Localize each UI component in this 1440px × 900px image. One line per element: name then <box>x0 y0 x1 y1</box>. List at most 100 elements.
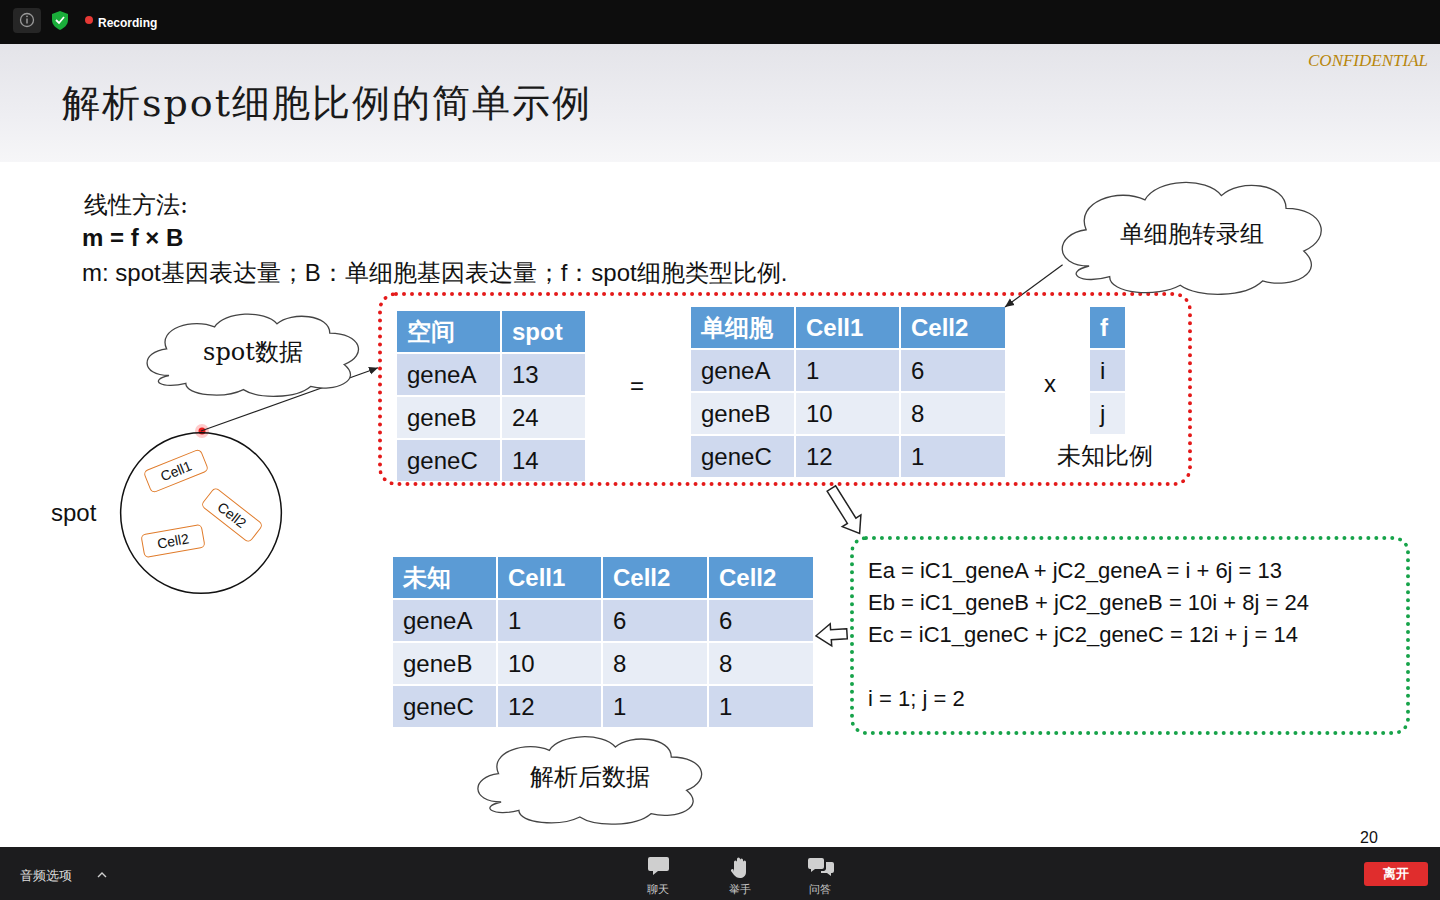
unknown-ratio-caption: 未知比例 <box>1057 442 1153 470</box>
leave-button-holder: 离开 <box>1364 862 1428 886</box>
operator: = <box>630 372 644 399</box>
table-cell: 1 <box>498 600 601 641</box>
table-cell: geneB <box>397 397 500 438</box>
table-cell: 1 <box>796 350 899 391</box>
toolbar-label: 举手 <box>729 883 751 895</box>
operator: x <box>1044 370 1056 397</box>
table-cell: 6 <box>709 600 813 641</box>
table-cell: geneB <box>691 393 794 434</box>
hollow-arrow <box>827 486 861 534</box>
table-cell: 8 <box>603 643 707 684</box>
table-node: 空间spotgeneA13geneB24geneC14 <box>397 311 585 481</box>
table-cell: 6 <box>901 350 1005 391</box>
recording-status-holder: Recording <box>98 13 157 31</box>
shield-check <box>56 17 64 23</box>
table-header-cell: spot <box>502 311 585 352</box>
security-shield-icon <box>52 11 68 30</box>
table-cell: 1 <box>709 686 813 727</box>
table-header-cell: 未知 <box>393 557 496 598</box>
toolbar-label: 问答 <box>809 883 831 895</box>
table-node: 未知Cell1Cell2Cell2geneA166geneB1088geneC1… <box>393 557 813 727</box>
method-heading: 线性方法: <box>84 191 188 219</box>
table-cell: 10 <box>498 643 601 684</box>
leader-arrow <box>1005 265 1063 307</box>
table-header-cell: Cell1 <box>796 307 899 348</box>
chevron-up-icon <box>98 873 106 877</box>
table-cell: 12 <box>498 686 601 727</box>
cell-label: Cell2 <box>210 495 255 535</box>
cell-label: Cell1 <box>153 455 200 486</box>
formula-legend: m: spot基因表达量；B：单细胞基因表达量；f：spot细胞类型比例. <box>82 259 787 286</box>
table-cell: geneB <box>393 643 496 684</box>
table-cell: 13 <box>502 354 585 395</box>
icon-frame <box>13 8 41 33</box>
unknown-ratio-caption-holder: 未知比例 <box>1057 440 1153 472</box>
table-cell: 1 <box>901 436 1005 477</box>
table-cell: 24 <box>502 397 585 438</box>
formula-holder: m = f × B <box>82 224 183 252</box>
table-header-cell: Cell1 <box>498 557 601 598</box>
info-icon <box>21 14 34 27</box>
method-heading-holder: 线性方法: <box>84 189 188 221</box>
table-header-cell: Cell2 <box>603 557 707 598</box>
table-cell: geneC <box>691 436 794 477</box>
meeting-bottom-bar <box>0 847 1440 900</box>
formula: m = f × B <box>82 224 183 251</box>
table-header-cell: Cell2 <box>709 557 813 598</box>
table-cell: geneA <box>393 600 496 641</box>
raise-hand-icon <box>731 858 746 879</box>
cloud-outline <box>478 737 702 824</box>
toolbar-label: 聊天 <box>647 883 669 895</box>
cell-node: Cell1 <box>143 448 209 493</box>
cell-node: Cell2 <box>200 486 264 543</box>
table-header-cell: 空间 <box>397 311 500 352</box>
cell-node: Cell2 <box>140 524 205 558</box>
table-cell: geneA <box>397 354 500 395</box>
slide-title: 解析spot细胞比例的简单示例 <box>62 81 592 125</box>
watermark: CONFIDENTIAL <box>1308 51 1428 70</box>
table-cell: 1 <box>603 686 707 727</box>
spot-label: spot <box>51 499 96 526</box>
qa-icon-back <box>821 862 834 876</box>
equation-line: Eb = iC1_geneB + jC2_geneB = 10i + 8j = … <box>868 587 1309 619</box>
equation-line: Ea = iC1_geneA + jC2_geneA = i + 6j = 13 <box>868 555 1282 587</box>
green-node: Ea = iC1_geneA + jC2_geneA = i + 6j = 13… <box>850 536 1410 735</box>
watermark-holder: CONFIDENTIAL <box>1308 51 1428 71</box>
recording-dot <box>85 16 93 24</box>
table-node: 单细胞Cell1Cell2geneA16geneB108geneC121 <box>691 307 1005 477</box>
leave-button: 离开 <box>1364 862 1428 886</box>
cloud-node: spot数据 <box>133 305 373 399</box>
spot-label-holder: spot <box>51 499 96 527</box>
table-cell: 6 <box>603 600 707 641</box>
table-cell: geneA <box>691 350 794 391</box>
meeting-top-bar <box>0 0 1440 44</box>
table-header-cell: 单细胞 <box>691 307 794 348</box>
table-cell: j <box>1090 393 1125 434</box>
recording-status: Recording <box>98 16 157 30</box>
page-number: 20 <box>1360 829 1378 846</box>
info-icon-stem <box>26 19 28 24</box>
red-node: =x未知比例空间spotgeneA13geneB24geneC14单细胞Cell… <box>378 292 1192 486</box>
cloud-text: 单细胞转录组 <box>1120 218 1264 250</box>
table-cell: 10 <box>796 393 899 434</box>
table-node: fij <box>1090 307 1125 434</box>
cloud-outline <box>1062 182 1321 294</box>
cloud-text: 解析后数据 <box>530 761 650 793</box>
cell-label: Cell2 <box>150 529 196 552</box>
table-cell: i <box>1090 350 1125 391</box>
table-cell: geneC <box>393 686 496 727</box>
chat-icon <box>648 857 669 875</box>
info-icon-dot <box>26 15 28 17</box>
slide-title-holder: 解析spot细胞比例的简单示例 <box>62 78 592 129</box>
operator-holder: = <box>630 372 644 400</box>
table-cell: 8 <box>901 393 1005 434</box>
table-header-cell: f <box>1090 307 1125 348</box>
cloud-node: 解析后数据 <box>463 727 717 827</box>
audio-options-holder: 音频选项 <box>20 866 72 885</box>
table-header-cell: Cell2 <box>901 307 1005 348</box>
operator-holder: x <box>1044 370 1056 398</box>
cloud-text: spot数据 <box>203 336 303 368</box>
spot-outline <box>121 433 282 594</box>
toolbar-label-holder: 举手 <box>729 879 751 897</box>
